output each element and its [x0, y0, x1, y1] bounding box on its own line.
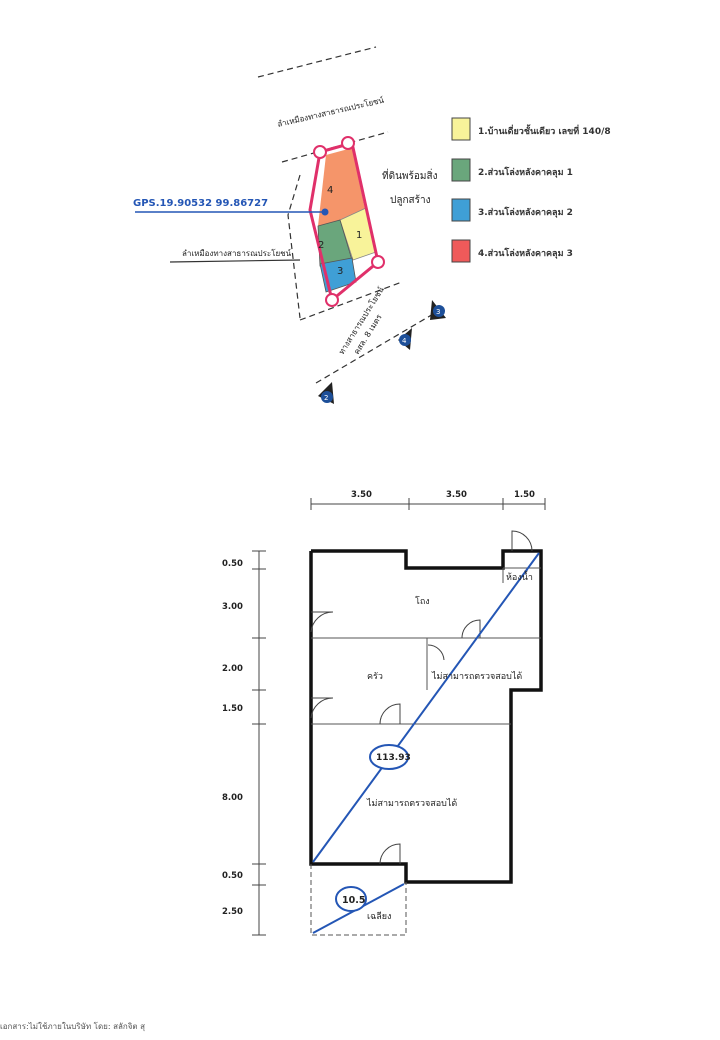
left-dim-7: 2.50: [222, 907, 243, 917]
room-not-inspected-2: ไม่สามารถตรวจสอบได้: [366, 798, 457, 809]
top-dim-2: 3.50: [446, 490, 467, 500]
left-dim-3: 2.00: [222, 664, 243, 674]
legend-swatch-3: [451, 198, 471, 222]
room-kitchen: ครัว: [367, 672, 383, 682]
room-porch: เฉลียง: [367, 911, 391, 922]
area-porch-value: 10.5: [342, 895, 365, 906]
parcel-number-2: 2: [318, 240, 324, 251]
porch-outline: [310, 864, 407, 936]
legend-label-4: 4.ส่วนโล่งหลังคาคลุม 3: [478, 247, 573, 259]
legend-swatch-4: [451, 239, 471, 263]
legend-swatch-2: [451, 158, 471, 182]
land-note-line1: ที่ดินพร้อมสิ่ง: [382, 168, 438, 182]
legend-label-2: 2.ส่วนโล่งหลังคาคลุม 1: [478, 166, 573, 178]
parcel-number-3: 3: [337, 266, 343, 277]
svg-text:3: 3: [436, 308, 440, 316]
left-dim-5: 8.00: [222, 793, 243, 803]
floor-plan: 3.50 3.50 1.50 0.50 3.00 2.00 1.50 8.00 …: [222, 490, 546, 936]
svg-text:4: 4: [402, 337, 407, 345]
legend-label-1: 1.บ้านเดี่ยวชั้นเดียว เลขที่ 140/8: [478, 124, 611, 137]
parcel-number-4: 4: [327, 185, 333, 196]
ditch-label-top: ลำเหมืองทางสาธารณประโยชน์: [276, 95, 385, 129]
outer-wall: [309, 549, 543, 884]
view-marker-4: 4: [398, 328, 412, 350]
legend-label-3: 3.ส่วนโล่งหลังคาคลุม 2: [478, 206, 573, 218]
parcel-number-1: 1: [356, 230, 362, 241]
area-main-value: 113.93: [376, 753, 411, 763]
parcel-4-area: [318, 148, 366, 226]
top-dim-1: 3.50: [351, 490, 372, 500]
view-marker-2: 2: [318, 382, 334, 404]
view-marker-3: 3: [430, 300, 446, 320]
doors: [310, 530, 533, 865]
footer-text: เอกสาร:ไม่ใช้ภายในบริษัท โดย: สลักจิต สุ: [0, 1022, 146, 1031]
left-dim-4: 1.50: [222, 704, 243, 714]
room-bathroom: ห้องน้ำ: [506, 570, 533, 583]
left-dim-6: 0.50: [222, 871, 243, 881]
left-dim-2: 3.00: [222, 602, 243, 612]
legend-swatch-1: [451, 117, 471, 141]
left-dim-1: 0.50: [222, 559, 243, 569]
svg-text:2: 2: [324, 394, 328, 402]
area-measure-line-main: [312, 552, 540, 863]
room-hall: โถง: [415, 596, 430, 607]
site-plan: 4 1 2 3 GPS.19.90532 99.86727 ลำเหมืองทา…: [133, 46, 611, 404]
ditch-label-left: ลำเหมืองทางสาธารณประโยชน์: [182, 248, 292, 258]
room-not-inspected-1: ไม่สามารถตรวจสอบได้: [431, 671, 522, 682]
gps-label: GPS.19.90532 99.86727: [133, 198, 268, 209]
land-note-line2: ปลูกสร้าง: [390, 194, 431, 206]
legend: 1.บ้านเดี่ยวชั้นเดียว เลขที่ 140/8 2.ส่ว…: [451, 117, 611, 263]
top-dim-3: 1.50: [514, 490, 535, 500]
